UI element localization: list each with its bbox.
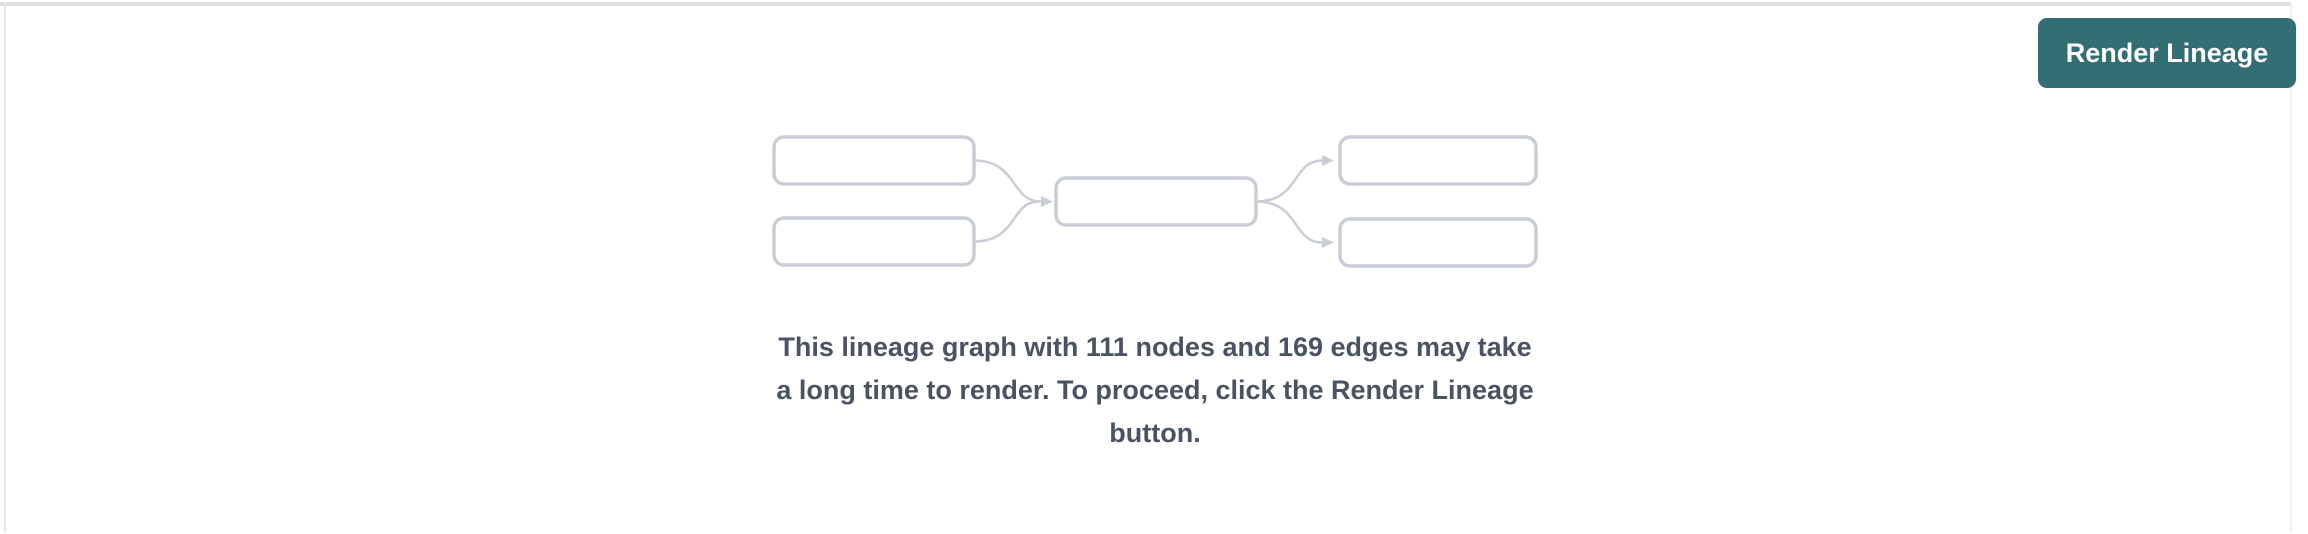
message-line-3: button. <box>1109 418 1201 448</box>
arrowhead-middle <box>1041 196 1053 207</box>
arrowhead-right-top <box>1322 155 1334 166</box>
edge-right-top <box>1255 159 1323 203</box>
render-lineage-button[interactable]: Render Lineage <box>2038 18 2296 88</box>
edge-left-bottom <box>973 200 1040 243</box>
node-left-top <box>772 135 976 186</box>
panel-left-border <box>4 2 6 532</box>
node-left-bottom <box>772 216 976 267</box>
lineage-graph-placeholder-icon <box>772 135 1538 268</box>
lineage-empty-state: This lineage graph with 111 nodes and 16… <box>770 132 1540 455</box>
panel-right-border <box>2290 2 2292 532</box>
node-right-bottom <box>1338 217 1538 268</box>
message-line-2: a long time to render. To proceed, click… <box>776 375 1534 405</box>
panel-top-border <box>0 2 2292 6</box>
lineage-warning-message: This lineage graph with 111 nodes and 16… <box>776 326 1533 455</box>
message-line-1: This lineage graph with 111 nodes and 16… <box>778 332 1532 362</box>
arrowhead-right-bottom <box>1322 237 1334 248</box>
edge-right-bottom <box>1255 200 1323 244</box>
node-right-top <box>1338 135 1538 186</box>
edge-left-top <box>973 159 1042 203</box>
node-middle <box>1054 176 1258 227</box>
